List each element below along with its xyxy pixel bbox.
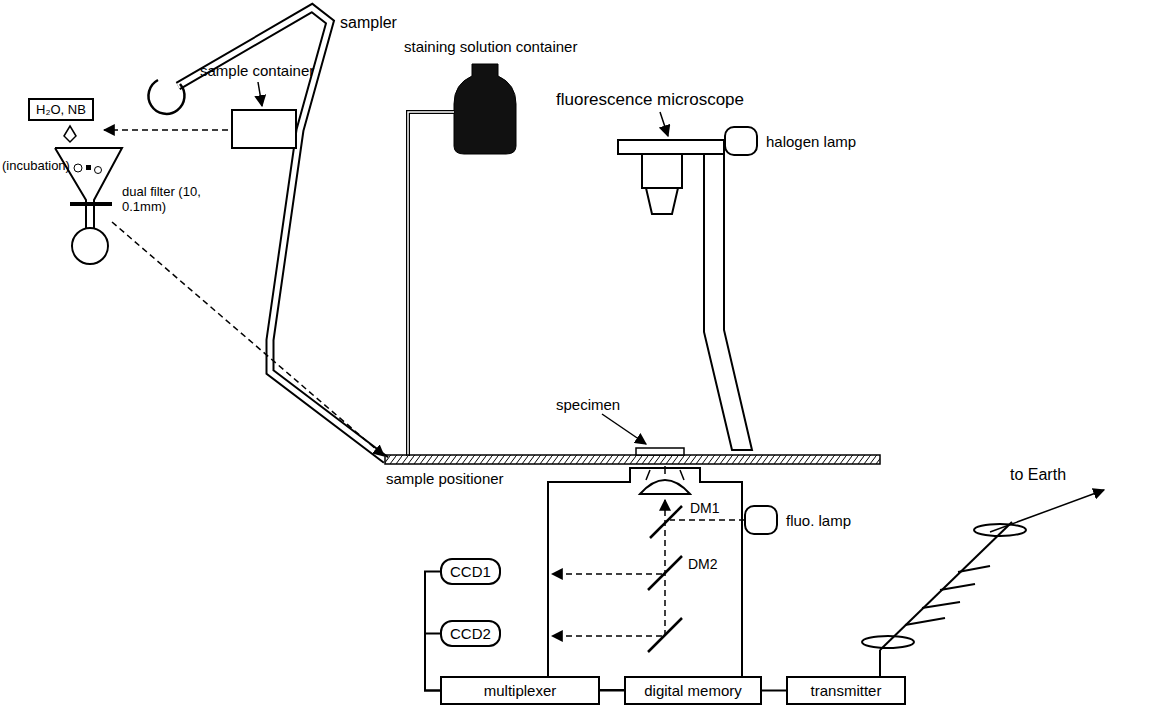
- node-text: H₂O, NB: [36, 102, 86, 117]
- node-text: digital memory: [644, 682, 742, 699]
- light-paths: [552, 500, 745, 636]
- staining-bottle: [454, 64, 516, 154]
- lamp-housing: [724, 126, 758, 156]
- part-label: dual filter (10, 0.1mm): [122, 184, 218, 214]
- particle: [86, 165, 91, 170]
- lamp-housing: [744, 505, 778, 535]
- flask: [72, 228, 108, 264]
- node-text: CCD1: [450, 563, 491, 580]
- lamp-unit: halogen lamp: [724, 126, 856, 156]
- lamp-unit: fluo. lamp: [744, 505, 851, 535]
- part-label: sample positioner: [386, 470, 504, 487]
- sampler-arm: [148, 8, 386, 460]
- part-label: staining solution container: [404, 38, 577, 55]
- sample-positioner: [385, 455, 880, 464]
- drop: [64, 126, 76, 142]
- part-label: sample container: [200, 62, 314, 79]
- part-label: specimen: [556, 396, 620, 413]
- antenna: [862, 490, 1104, 676]
- part-label: DM1: [690, 500, 720, 516]
- staining-tube: [408, 112, 454, 456]
- particle: [74, 164, 82, 172]
- ccd-camera: CCD2: [440, 620, 501, 647]
- transfer-arrow: [112, 222, 384, 456]
- part-label: fluorescence microscope: [556, 90, 744, 110]
- microscope: [618, 112, 752, 450]
- leader-arrow: [258, 82, 262, 106]
- part-label: sampler: [340, 14, 397, 32]
- node-text: CCD2: [450, 625, 491, 642]
- ccd-camera: CCD1: [440, 558, 501, 585]
- part-label: DM2: [688, 556, 718, 572]
- signal-line: [425, 572, 440, 691]
- reagent-box: H₂O, NB: [28, 98, 94, 121]
- housing: [548, 468, 742, 690]
- part-label: to Earth: [1010, 466, 1066, 484]
- sample-container: [232, 110, 296, 148]
- dual-filter: [70, 202, 112, 206]
- process-box: multiplexer: [440, 676, 600, 705]
- process-box: digital memory: [624, 676, 762, 705]
- node-text: multiplexer: [484, 682, 557, 699]
- part-label: (incubation): [2, 158, 70, 173]
- leader-arrow: [602, 414, 646, 444]
- specimen-slide: [636, 448, 684, 455]
- node-text: transmitter: [811, 682, 882, 699]
- signal-line: [425, 634, 440, 691]
- particle: [95, 167, 102, 174]
- node-text: fluo. lamp: [786, 512, 851, 529]
- signal-line: [600, 690, 624, 692]
- transfer-arrow: [104, 129, 228, 131]
- signal-line: [762, 690, 786, 692]
- process-box: transmitter: [786, 676, 906, 705]
- condenser: [640, 480, 690, 494]
- node-text: halogen lamp: [766, 133, 856, 150]
